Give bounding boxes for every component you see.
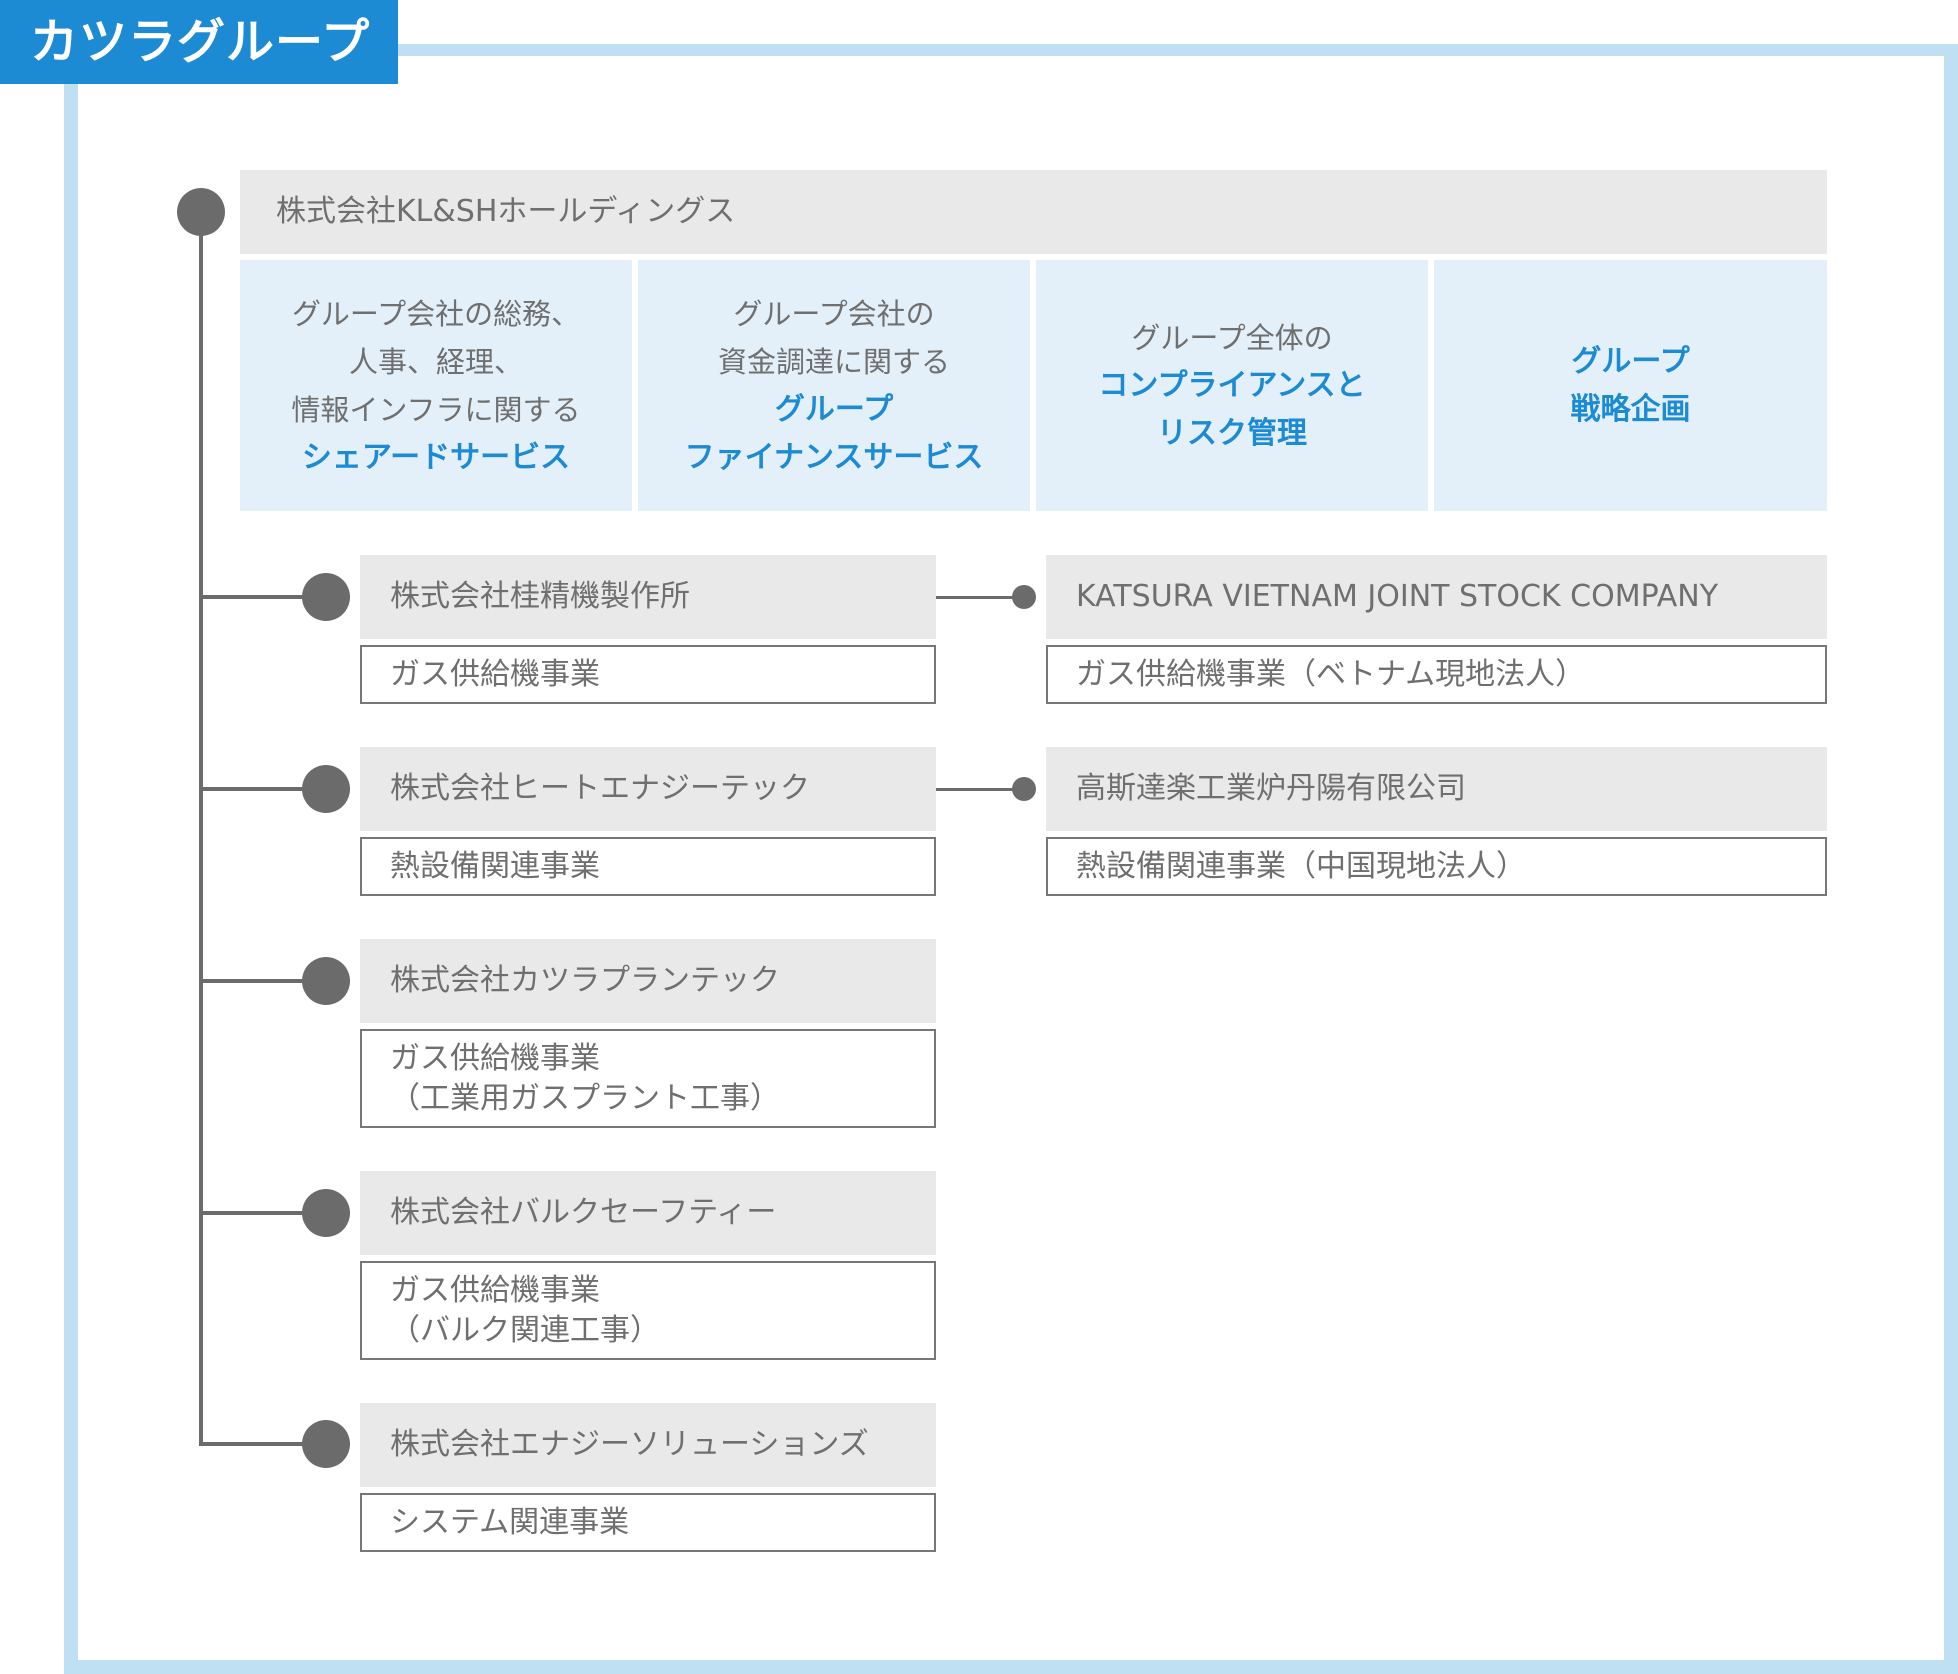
function-highlight: ファイナンスサービス bbox=[684, 439, 984, 475]
function-highlight: コンプライアンスと bbox=[1098, 367, 1366, 403]
function-text: グループ会社の bbox=[733, 296, 935, 331]
company-node-dot bbox=[302, 957, 350, 1005]
overseas-company-name: KATSURA VIETNAM JOINT STOCK COMPANY bbox=[1046, 555, 1827, 639]
company-name: 株式会社桂精機製作所 bbox=[360, 555, 936, 639]
function-highlight: リスク管理 bbox=[1157, 415, 1307, 451]
company-node-dot bbox=[302, 765, 350, 813]
company-name: 株式会社バルクセーフティー bbox=[360, 1171, 936, 1255]
business-text: 熱設備関連事業（中国現地法人） bbox=[1076, 848, 1526, 884]
overseas-node-dot bbox=[1012, 585, 1036, 609]
function-text: 人事、経理、 bbox=[348, 344, 523, 379]
function-highlight: グループ bbox=[1571, 343, 1690, 379]
business-text: ガス供給機事業（ベトナム現地法人） bbox=[1076, 656, 1586, 692]
function-compliance-risk: グループ全体の コンプライアンスと リスク管理 bbox=[1036, 260, 1428, 511]
business-text: ガス供給機事業 bbox=[390, 656, 600, 692]
function-group-strategy: グループ 戦略企画 bbox=[1434, 260, 1827, 511]
company-business: ガス供給機事業 （工業用ガスプラント工事） bbox=[360, 1029, 936, 1128]
overseas-company-business: 熱設備関連事業（中国現地法人） bbox=[1046, 837, 1827, 896]
company-name: 株式会社カツラプランテック bbox=[360, 939, 936, 1023]
overseas-company-business: ガス供給機事業（ベトナム現地法人） bbox=[1046, 645, 1827, 704]
overseas-link-line bbox=[936, 788, 1024, 791]
overseas-node-dot bbox=[1012, 777, 1036, 801]
holding-node-dot bbox=[177, 188, 225, 236]
trunk-line bbox=[199, 214, 203, 1446]
function-group-finance: グループ会社の 資金調達に関する グループ ファイナンスサービス bbox=[638, 260, 1030, 511]
branch-line bbox=[199, 787, 329, 791]
function-text: 資金調達に関する bbox=[717, 344, 950, 379]
company-node-dot bbox=[302, 1189, 350, 1237]
overseas-company-name: 高斯達楽工業炉丹陽有限公司 bbox=[1046, 747, 1827, 831]
business-text: システム関連事業 bbox=[390, 1504, 630, 1540]
function-highlight: シェアードサービス bbox=[301, 439, 571, 475]
company-name: 株式会社ヒートエナジーテック bbox=[360, 747, 936, 831]
company-business: ガス供給機事業 （バルク関連工事） bbox=[360, 1261, 936, 1360]
branch-line bbox=[199, 979, 329, 983]
function-shared-services: グループ会社の総務、 人事、経理、 情報インフラに関する シェアードサービス bbox=[240, 260, 632, 511]
holding-company-name: 株式会社KL&SHホールディングス bbox=[240, 170, 1827, 254]
function-text: グループ会社の総務、 bbox=[291, 296, 581, 331]
group-title: カツラグループ bbox=[0, 0, 398, 84]
business-text: 熱設備関連事業 bbox=[390, 848, 600, 884]
function-highlight: 戦略企画 bbox=[1570, 391, 1691, 427]
business-text: ガス供給機事業 bbox=[390, 1272, 600, 1308]
overseas-link-line bbox=[936, 596, 1024, 599]
business-text: ガス供給機事業 bbox=[390, 1040, 600, 1076]
company-node-dot bbox=[302, 573, 350, 621]
function-highlight: グループ bbox=[774, 391, 894, 427]
business-text: （工業用ガスプラント工事） bbox=[390, 1080, 780, 1116]
function-text: グループ全体の bbox=[1131, 320, 1333, 355]
branch-line bbox=[199, 1442, 329, 1446]
company-business: ガス供給機事業 bbox=[360, 645, 936, 704]
company-name: 株式会社エナジーソリューションズ bbox=[360, 1403, 936, 1487]
function-text: 情報インフラに関する bbox=[291, 392, 581, 427]
branch-line bbox=[199, 1211, 329, 1215]
company-business: 熱設備関連事業 bbox=[360, 837, 936, 896]
branch-line bbox=[199, 595, 329, 599]
company-node-dot bbox=[302, 1420, 350, 1468]
business-text: （バルク関連工事） bbox=[390, 1312, 660, 1348]
company-business: システム関連事業 bbox=[360, 1493, 936, 1552]
